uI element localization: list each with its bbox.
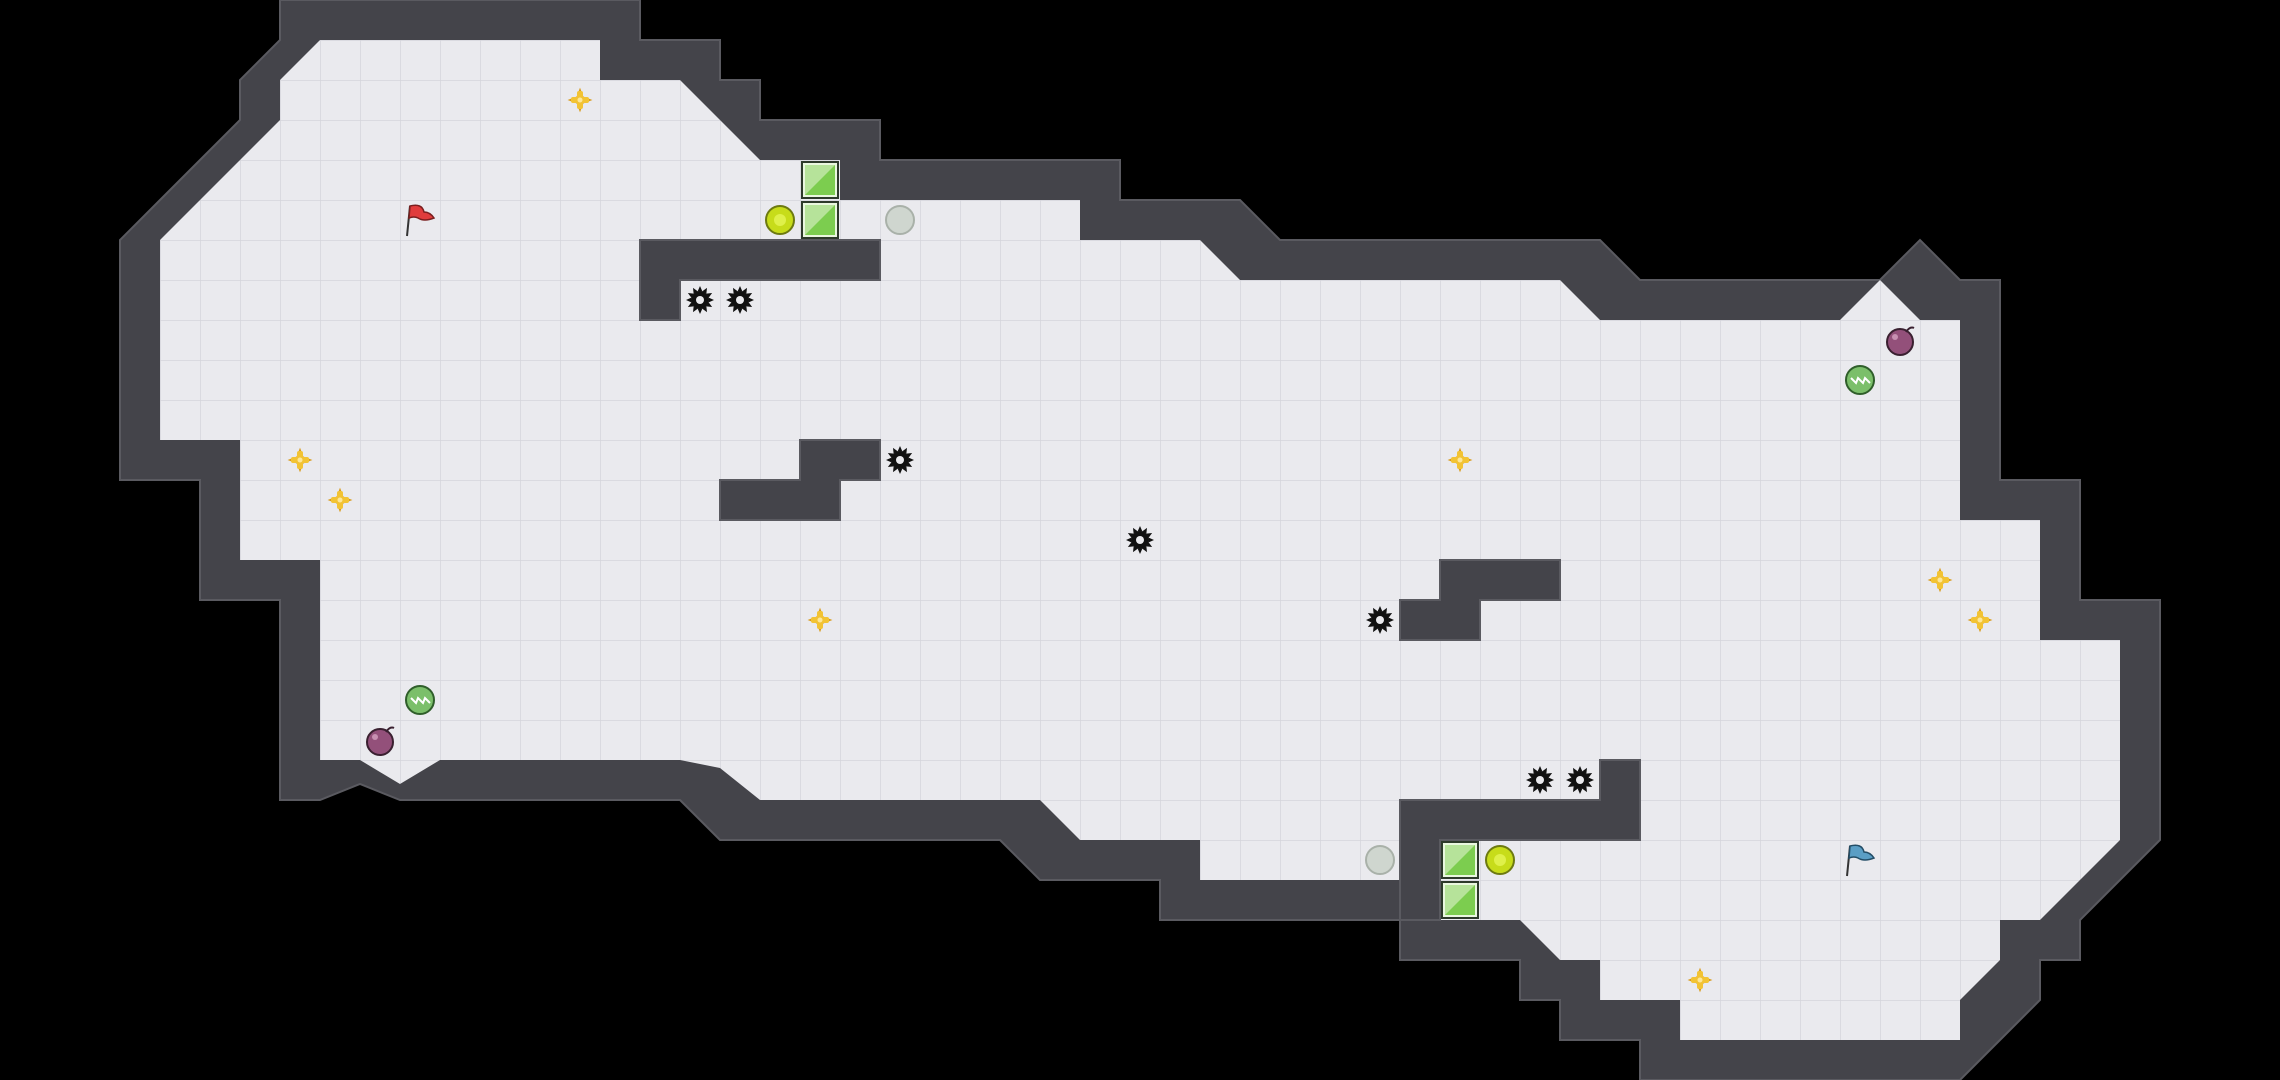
spike-mine-icon — [1360, 600, 1400, 640]
spike-mine-icon — [720, 280, 760, 320]
green-crate-icon — [800, 160, 840, 200]
blue-flag-icon — [1840, 840, 1880, 880]
spike-mine-icon — [680, 280, 720, 320]
inner-wall-block — [1399, 559, 1561, 641]
coin-icon — [1960, 600, 2000, 640]
inner-wall-block — [1399, 759, 1641, 921]
pressure-button-icon — [760, 200, 800, 240]
green-crate-icon — [800, 200, 840, 240]
inactive-switch-icon — [880, 200, 920, 240]
coin-icon — [1920, 560, 1960, 600]
bomb-icon — [1880, 320, 1920, 360]
coin-icon — [800, 600, 840, 640]
spike-mine-icon — [1520, 760, 1560, 800]
coin-icon — [280, 440, 320, 480]
bomb-icon — [360, 720, 400, 760]
coin-icon — [1680, 960, 1720, 1000]
red-flag-icon — [400, 200, 440, 240]
inactive-switch-icon — [1360, 840, 1400, 880]
speed-orb-icon — [1840, 360, 1880, 400]
coin-icon — [1440, 440, 1480, 480]
spike-mine-icon — [1120, 520, 1160, 560]
spike-mine-icon — [1560, 760, 1600, 800]
inner-wall-block — [719, 439, 881, 521]
spike-mine-icon — [880, 440, 920, 480]
pressure-button-icon — [1480, 840, 1520, 880]
green-crate-icon — [1440, 880, 1480, 920]
coin-icon — [320, 480, 360, 520]
coin-icon — [560, 80, 600, 120]
speed-orb-icon — [400, 680, 440, 720]
green-crate-icon — [1440, 840, 1480, 880]
inner-wall-block — [639, 239, 881, 321]
